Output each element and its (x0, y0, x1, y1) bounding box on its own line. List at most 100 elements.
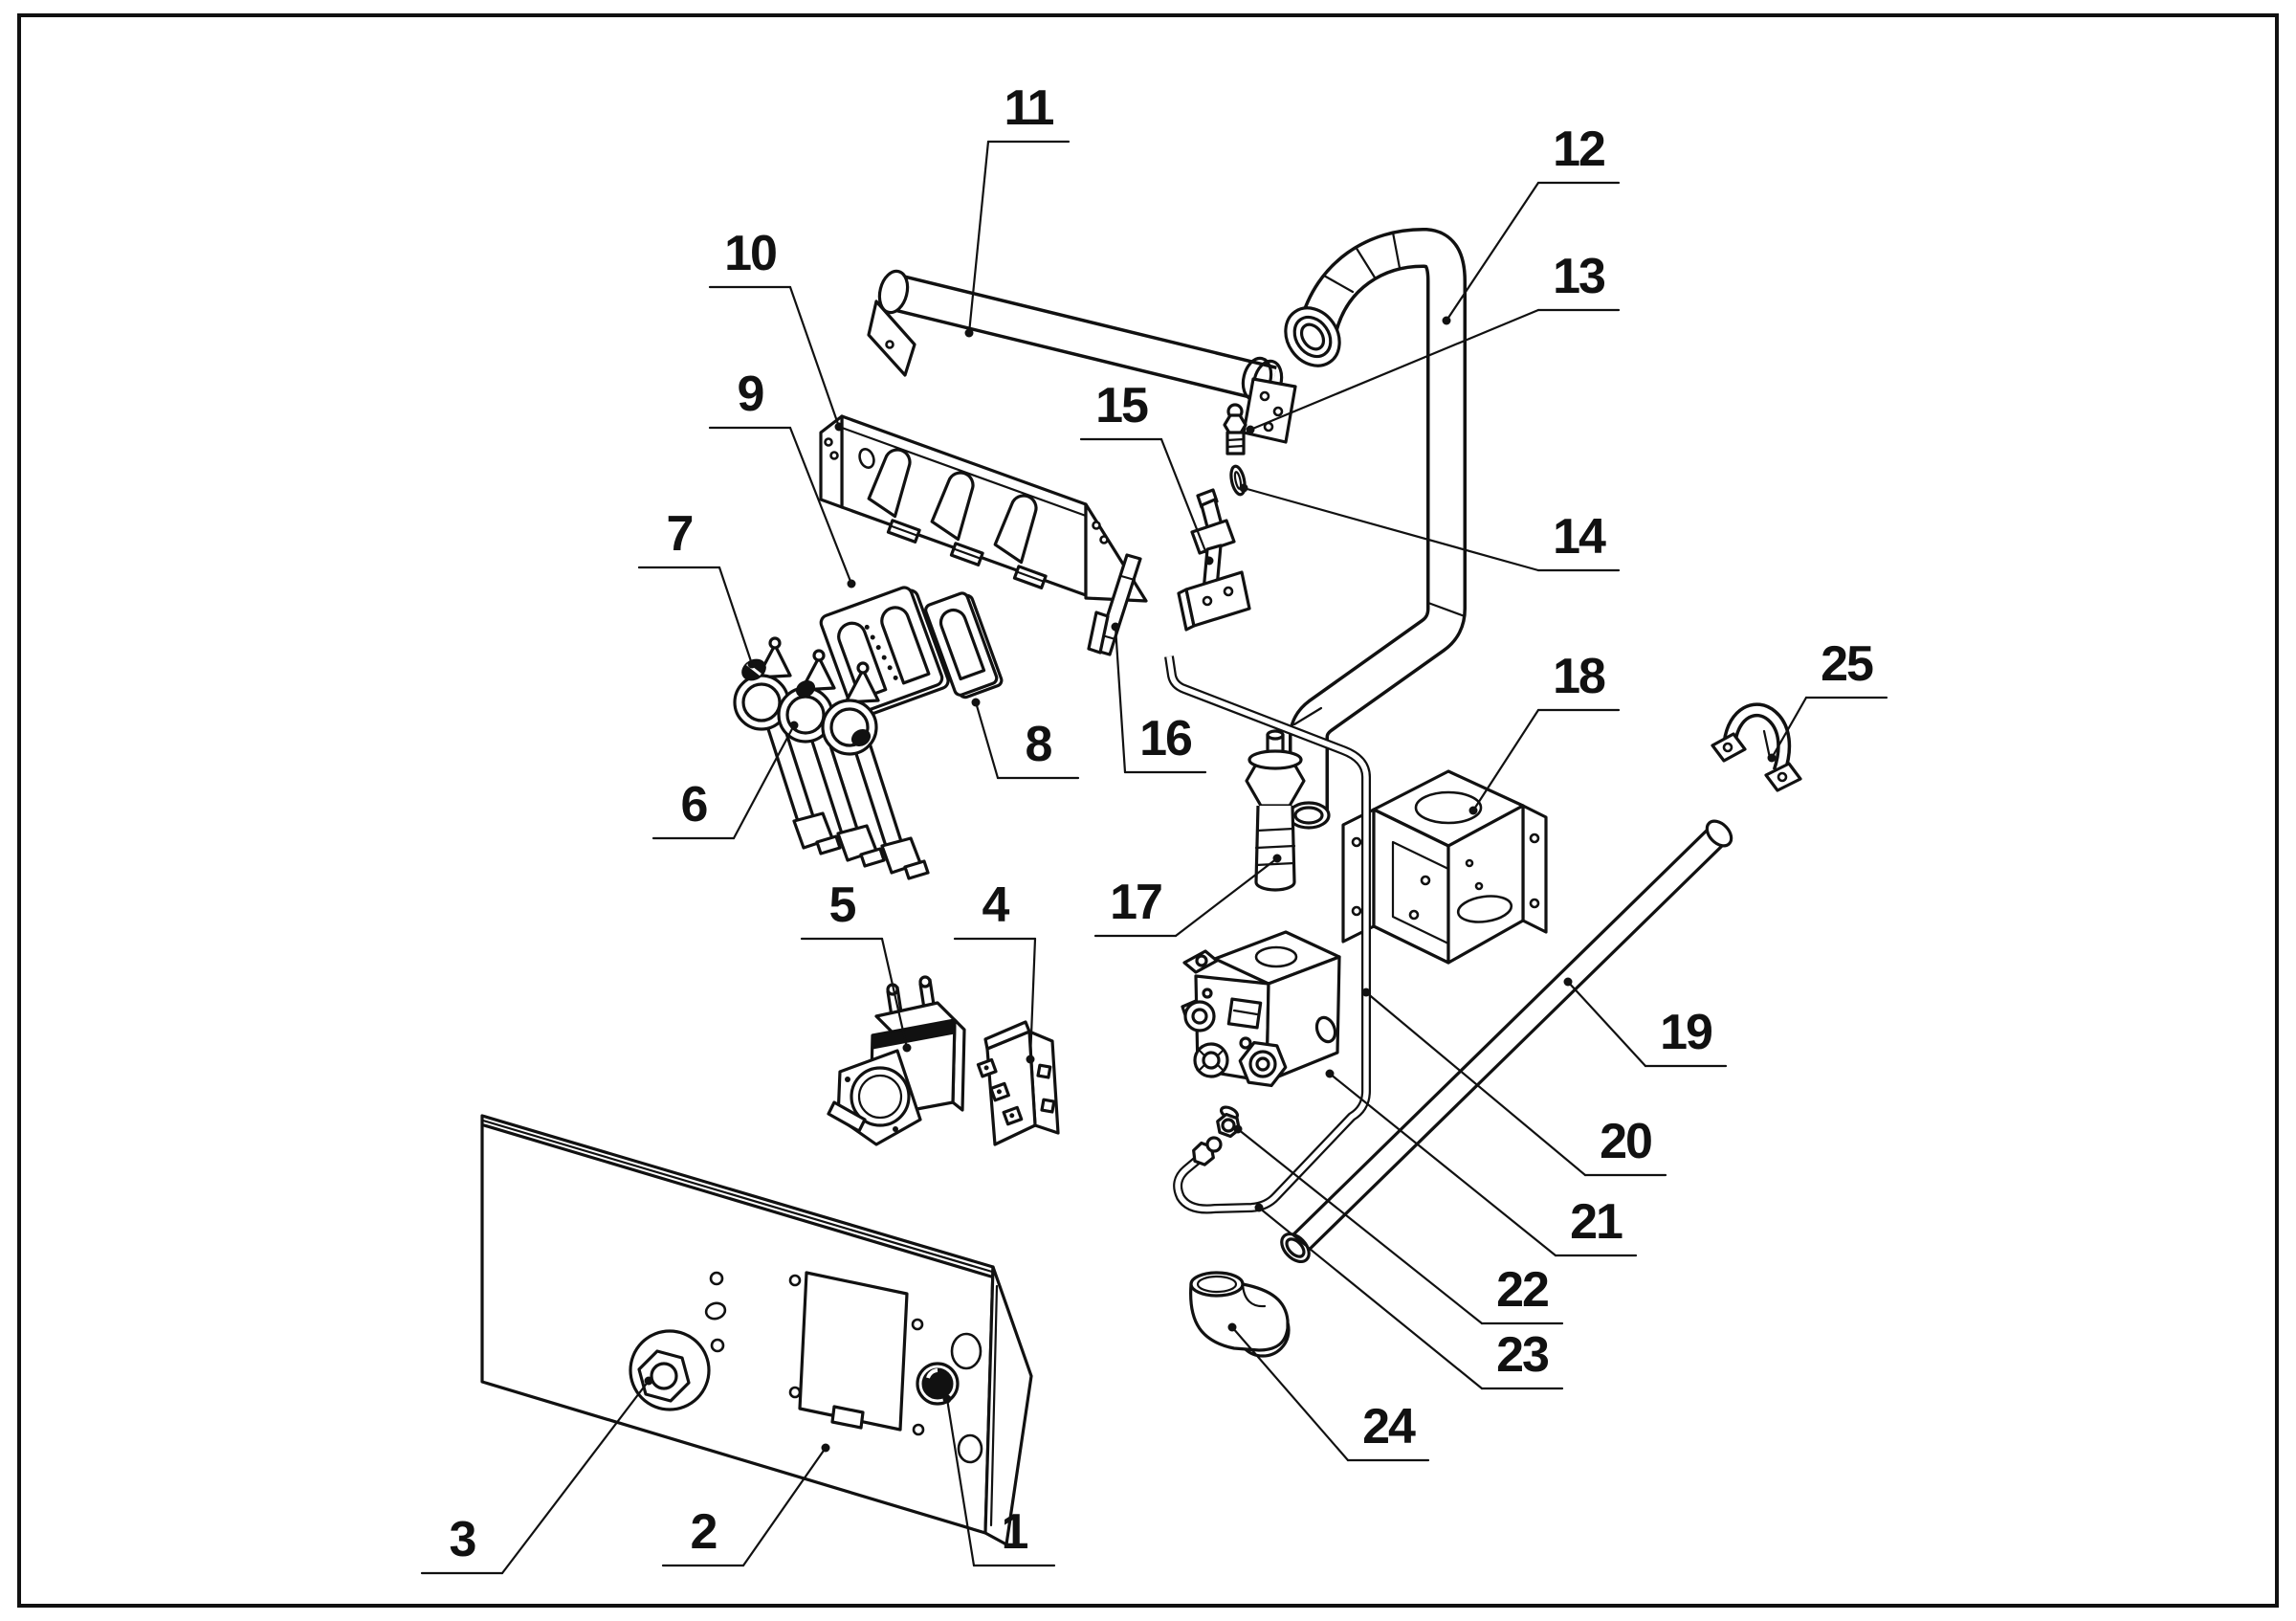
part-3-panel-knob-nut (629, 1329, 711, 1411)
callout-2: 2 (661, 1443, 830, 1567)
callout-leader-line (880, 937, 909, 1050)
callout-leader-line (1328, 1072, 1557, 1257)
callout-dot (971, 698, 981, 707)
callout-leader-line (1114, 625, 1127, 774)
callout-leader-line (974, 700, 1000, 780)
callout-dot (1442, 316, 1451, 325)
callout-dot (1254, 1203, 1264, 1212)
callout-dot (1239, 483, 1248, 493)
part-number-label: 1 (1002, 1504, 1028, 1560)
callout-11: 11 (964, 80, 1071, 338)
callout-18: 18 (1468, 649, 1621, 815)
part-13-orifice-fitting (1223, 403, 1247, 455)
callout-dot (1272, 854, 1282, 863)
part-number-label: 7 (667, 506, 693, 562)
callout-dot (1111, 622, 1120, 632)
part-number-label: 14 (1553, 509, 1606, 565)
callout-dot (1026, 1055, 1035, 1064)
part-number-label: 8 (1026, 717, 1052, 772)
callout-dot (1233, 1124, 1243, 1134)
callout-dot (747, 659, 757, 669)
callout-dot (821, 1443, 830, 1453)
callout-19: 19 (1563, 977, 1728, 1068)
part-4-rocker-switch (976, 1020, 1060, 1146)
part-number-label: 15 (1095, 378, 1148, 433)
part-number-label: 24 (1362, 1399, 1416, 1454)
callout-16: 16 (1111, 622, 1207, 774)
drawing-border (17, 13, 2279, 1608)
callout-10: 10 (708, 226, 844, 432)
part-5-limit-thermostat (827, 975, 966, 1146)
part-number-label: 16 (1139, 711, 1192, 766)
part-number-label: 23 (1496, 1327, 1549, 1383)
callout-12: 12 (1442, 122, 1621, 325)
callout-24: 24 (1227, 1322, 1430, 1462)
callout-dot (964, 328, 974, 338)
callout-3: 3 (420, 1376, 653, 1575)
callout-dot (1246, 425, 1255, 434)
part-number-label: 2 (691, 1504, 717, 1560)
callout-dot (789, 721, 799, 730)
part-number-label: 9 (738, 366, 763, 422)
callout-dot (644, 1376, 653, 1386)
part-number-label: 11 (1004, 80, 1054, 136)
callout-leader-line (788, 426, 853, 586)
callout-22: 22 (1233, 1124, 1564, 1325)
part-number-label: 17 (1110, 875, 1161, 930)
part-number-label: 5 (829, 877, 856, 933)
callout-leader-line (1248, 308, 1540, 432)
callout-6: 6 (651, 721, 799, 840)
callout-4: 4 (953, 877, 1037, 1064)
part-8-gasket-single (924, 591, 1004, 699)
callout-leader-line (1159, 437, 1211, 563)
part-6-burner-venturi-set (733, 636, 930, 880)
callout-20: 20 (1361, 988, 1667, 1177)
callout-dot (1204, 556, 1214, 566)
part-2-control-panel (480, 1114, 1033, 1546)
callout-leader-line (1471, 708, 1540, 812)
callout-7: 7 (637, 506, 757, 669)
callout-5: 5 (800, 877, 912, 1053)
part-11-manifold-tube (867, 269, 1297, 444)
callout-leader-line (1236, 1127, 1484, 1325)
callout-leader-line (741, 1446, 828, 1567)
callout-leader-line (1230, 1325, 1350, 1462)
callout-dot (1361, 988, 1371, 997)
part-number-label: 20 (1600, 1114, 1651, 1169)
callout-13: 13 (1246, 249, 1621, 434)
callout-leader-line (967, 140, 990, 335)
part-12-gas-supply-pipe (1284, 228, 1467, 830)
callout-1: 1 (942, 1394, 1056, 1567)
part-21-gas-control-valve (1181, 930, 1341, 1088)
callout-leader-line (788, 285, 841, 429)
callout-21: 21 (1325, 1069, 1638, 1257)
part-number-label: 19 (1660, 1005, 1711, 1060)
callout-dot (902, 1043, 912, 1053)
part-number-label: 22 (1496, 1262, 1548, 1318)
callout-8: 8 (971, 698, 1080, 780)
callout-leader-line (1242, 486, 1540, 572)
callout-17: 17 (1093, 854, 1282, 938)
part-24-rubber-elbow (1189, 1271, 1291, 1358)
callout-25: 25 (1767, 636, 1888, 763)
part-20-pilot-line (1164, 655, 1371, 1214)
callout-leader-line (1364, 990, 1587, 1177)
part-number-label: 25 (1821, 636, 1873, 692)
callout-leader-line (718, 566, 754, 666)
callout-leader-line (1257, 1206, 1484, 1390)
callout-dot (1468, 806, 1478, 815)
callout-15: 15 (1079, 378, 1214, 566)
callout-9: 9 (708, 366, 856, 588)
callout-leader-line (1028, 937, 1037, 1061)
part-16-mount-strip (1087, 553, 1142, 656)
callout-leader-line (1770, 696, 1808, 760)
part-25-pipe-clamp (1711, 702, 1802, 792)
callout-dot (942, 1394, 952, 1404)
callout-leader-line (1445, 181, 1540, 322)
part-number-label: 12 (1553, 122, 1604, 177)
callout-layer: 1234567891011121314151617181920212223242… (420, 80, 1888, 1575)
callout-dot (834, 422, 844, 432)
part-19-long-pipe (1280, 819, 1733, 1264)
